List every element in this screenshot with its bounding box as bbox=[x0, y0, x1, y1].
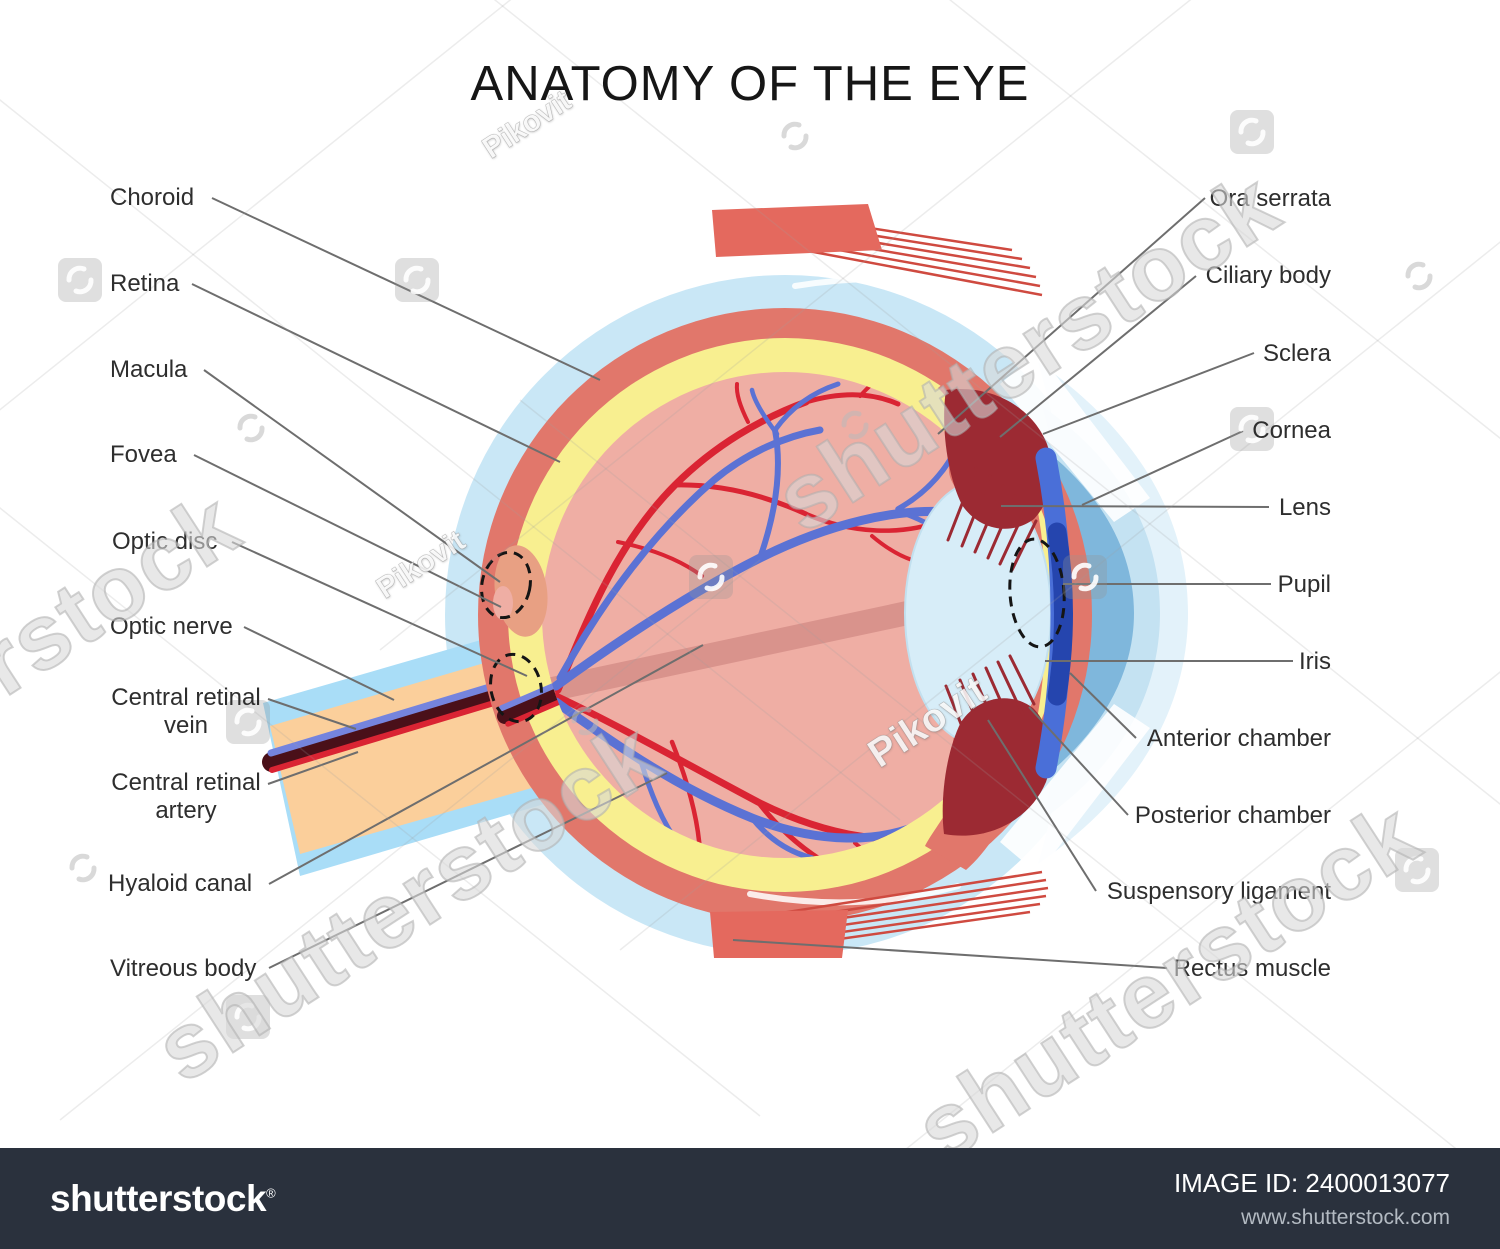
leader-lines bbox=[191, 197, 1293, 969]
leader-fovea bbox=[193, 454, 502, 608]
label-sclera: Sclera bbox=[1262, 340, 1331, 367]
leader-optic-disc bbox=[231, 541, 528, 677]
footer-bar: shutterstock® IMAGE ID: 2400013077 www.s… bbox=[0, 1148, 1500, 1249]
leader-vitreous-body bbox=[268, 772, 668, 969]
label-cornea: Cornea bbox=[1252, 417, 1331, 444]
page-title: ANATOMY OF THE EYE bbox=[470, 57, 1030, 111]
leader-optic-nerve bbox=[243, 626, 395, 701]
leader-rectus-muscle bbox=[732, 939, 1168, 969]
limbus-gap-bottom bbox=[1000, 704, 1150, 874]
label-fovea: Fovea bbox=[110, 441, 177, 468]
label-central-retinal-artery: Central retinal artery bbox=[111, 769, 261, 825]
leader-cornea bbox=[1081, 430, 1244, 506]
label-anterior-chamber: Anterior chamber bbox=[1146, 725, 1331, 752]
watermark-lattice bbox=[0, 0, 1500, 1171]
label-vitreous-body: Vitreous body bbox=[110, 955, 257, 982]
label-macula: Macula bbox=[110, 356, 188, 383]
label-suspensory-ligament: Suspensory ligament bbox=[1106, 878, 1331, 905]
label-choroid: Choroid bbox=[110, 184, 195, 211]
sclera-highlight-top bbox=[792, 275, 1038, 303]
leader-anterior-chamber bbox=[1069, 672, 1137, 739]
ciliary-body-top bbox=[944, 389, 1052, 529]
ciliary-body-bottom bbox=[942, 698, 1051, 836]
label-pupil: Pupil bbox=[1277, 571, 1331, 598]
optic-disc-dashed-ellipse bbox=[489, 652, 543, 724]
label-optic-disc: Optic disc bbox=[112, 528, 218, 555]
label-lens: Lens bbox=[1278, 494, 1331, 521]
label-iris: Iris bbox=[1299, 648, 1331, 675]
shutterstock-logo: shutterstock® bbox=[50, 1177, 276, 1219]
rectus-muscle-top bbox=[712, 204, 1043, 297]
leader-suspensory-ligament bbox=[987, 719, 1097, 892]
leader-retina bbox=[191, 283, 561, 463]
registered-mark: ® bbox=[266, 1185, 276, 1201]
fovea bbox=[493, 586, 513, 620]
hyaloid-canal bbox=[545, 600, 915, 702]
limbus-gap-top bbox=[1000, 352, 1150, 522]
leader-hyaloid-canal bbox=[268, 644, 704, 885]
leader-lens bbox=[1000, 505, 1270, 508]
label-retina: Retina bbox=[110, 270, 180, 297]
label-rectus-muscle: Rectus muscle bbox=[1173, 955, 1331, 982]
footer-url: www.shutterstock.com bbox=[1241, 1205, 1450, 1229]
label-ciliary-body: Ciliary body bbox=[1205, 262, 1331, 289]
leader-ciliary-body bbox=[999, 275, 1197, 438]
label-posterior-chamber: Posterior chamber bbox=[1134, 802, 1331, 829]
label-optic-nerve: Optic nerve bbox=[110, 613, 233, 640]
leader-central-retinal-vein bbox=[267, 698, 357, 730]
retinal-veins bbox=[551, 381, 981, 858]
label-ora-serrata: Ora serrata bbox=[1209, 185, 1331, 212]
label-hyaloid-canal: Hyaloid canal bbox=[108, 870, 253, 897]
optic-disc-vessels bbox=[497, 681, 570, 727]
leader-macula bbox=[203, 369, 501, 583]
macula bbox=[493, 545, 548, 637]
leader-central-retinal-artery bbox=[267, 751, 359, 785]
image-id: IMAGE ID: 2400013077 bbox=[1173, 1167, 1450, 1198]
leader-sclera bbox=[1042, 352, 1255, 435]
leader-ora-serrata bbox=[937, 197, 1206, 435]
rectus-muscle-bottom bbox=[710, 870, 1049, 958]
label-central-retinal-vein: Central retinal vein bbox=[111, 684, 261, 740]
fovea-dashed-ellipse bbox=[480, 550, 532, 620]
leader-posterior-chamber bbox=[1028, 706, 1129, 816]
